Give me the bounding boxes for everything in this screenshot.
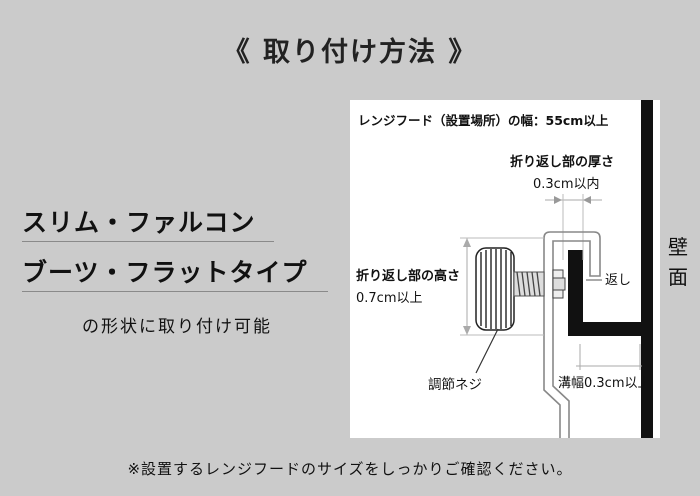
screw-knob-ribs xyxy=(480,249,512,329)
feature-boots-flat: ブーツ・フラットタイプ xyxy=(22,258,308,287)
feature-underline-1 xyxy=(22,241,274,242)
screw-threads xyxy=(516,271,541,297)
feature-underline-2 xyxy=(22,291,328,292)
height-label-1: 折り返し部の高さ xyxy=(356,268,460,284)
wall-char-2: 面 xyxy=(668,265,688,289)
screw-knob xyxy=(475,247,515,331)
thickness-arrow-left-icon xyxy=(554,196,562,204)
feature-slim-falcon: スリム・ファルコン xyxy=(22,208,256,237)
installation-diagram: レンジフード（設置場所）の幅：55cm以上 折り返し部の厚さ 0.3cm以内 返… xyxy=(350,100,660,438)
height-arrow-up-icon xyxy=(463,238,471,247)
wall-char-1: 壁 xyxy=(668,235,688,259)
thickness-label-2: 0.3cm以内 xyxy=(533,176,600,192)
screw-tip-shaft xyxy=(552,277,566,291)
width-label: レンジフード（設置場所）の幅：55cm以上 xyxy=(358,113,609,128)
thickness-arrow-right-icon xyxy=(583,196,591,204)
hood-fold-back xyxy=(543,231,601,438)
page-title: 《 取り付け方法 》 xyxy=(222,37,478,68)
wall-surface-label: 壁 面 xyxy=(666,232,690,292)
size-check-note: ※設置するレンジフードのサイズをしっかりご確認ください。 xyxy=(127,460,573,478)
height-label-2: 0.7cm以上 xyxy=(356,291,423,306)
thickness-label-1: 折り返し部の厚さ xyxy=(510,154,614,170)
groove-label: 溝幅0.3cm以上 xyxy=(558,376,651,391)
height-arrow-down-icon xyxy=(463,326,471,335)
screw-label: 調節ネジ xyxy=(428,377,482,393)
screw-leader xyxy=(475,328,499,374)
wall-vertical xyxy=(641,100,653,438)
wall-bracket xyxy=(568,250,641,336)
return-label: 返し xyxy=(605,273,631,288)
compatibility-text: の形状に取り付け可能 xyxy=(82,317,272,337)
